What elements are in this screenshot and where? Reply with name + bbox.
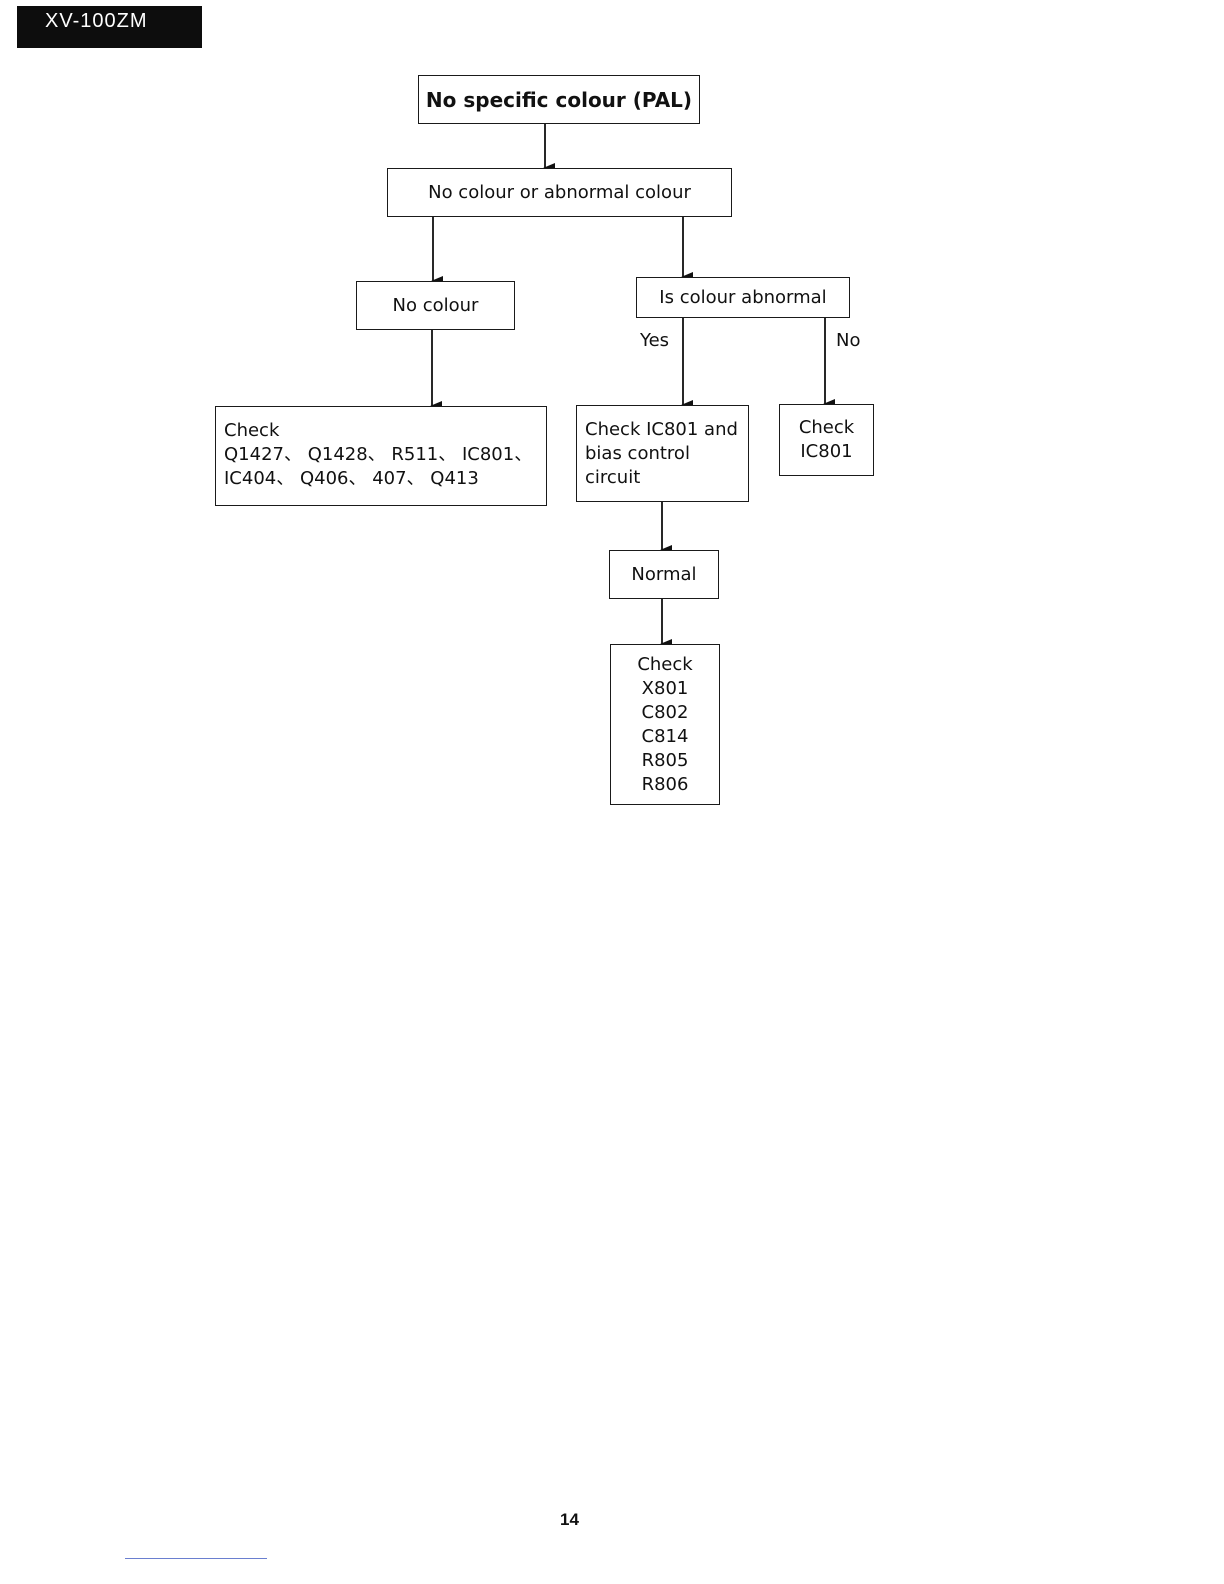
node-check-x801: Check X801 C802 C814 R805 R806 — [610, 644, 720, 805]
node-line: R805 — [642, 749, 689, 773]
node-line: Check — [637, 653, 692, 677]
node-line: Check — [224, 419, 538, 443]
node-line: Q1427、 Q1428、 R511、 IC801、 — [224, 443, 538, 467]
node-line: R806 — [642, 773, 689, 797]
node-line: C802 — [642, 701, 689, 725]
node-line: IC801 — [800, 440, 852, 464]
node-line: bias control — [585, 442, 740, 466]
node-line: circuit — [585, 466, 740, 490]
node-line: Check — [799, 416, 854, 440]
edge-label-yes: Yes — [640, 330, 669, 351]
title-text: No specific colour (PAL) — [426, 88, 692, 112]
node-line: C814 — [642, 725, 689, 749]
node-check-ic801: Check IC801 — [779, 404, 874, 476]
node-check-ic801-bias: Check IC801 and bias control circuit — [576, 405, 749, 502]
node-line: IC404、 Q406、 407、 Q413 — [224, 467, 538, 491]
node-text: Normal — [631, 563, 696, 587]
node-check-no-colour: Check Q1427、 Q1428、 R511、 IC801、 IC404、 … — [215, 406, 547, 506]
node-no-colour: No colour — [356, 281, 515, 330]
title-box: No specific colour (PAL) — [418, 75, 700, 124]
node-line: X801 — [642, 677, 689, 701]
node-text: No colour or abnormal colour — [428, 181, 691, 205]
page-number: 14 — [560, 1510, 579, 1530]
node-is-colour-abnormal: Is colour abnormal — [636, 277, 850, 318]
node-line: Check IC801 and — [585, 418, 740, 442]
footer-rule — [125, 1558, 267, 1559]
node-text: Is colour abnormal — [659, 286, 826, 310]
node-text: No colour — [393, 294, 479, 318]
edge-label-no: No — [836, 330, 860, 351]
node-no-colour-or-abnormal: No colour or abnormal colour — [387, 168, 732, 217]
node-normal: Normal — [609, 550, 719, 599]
